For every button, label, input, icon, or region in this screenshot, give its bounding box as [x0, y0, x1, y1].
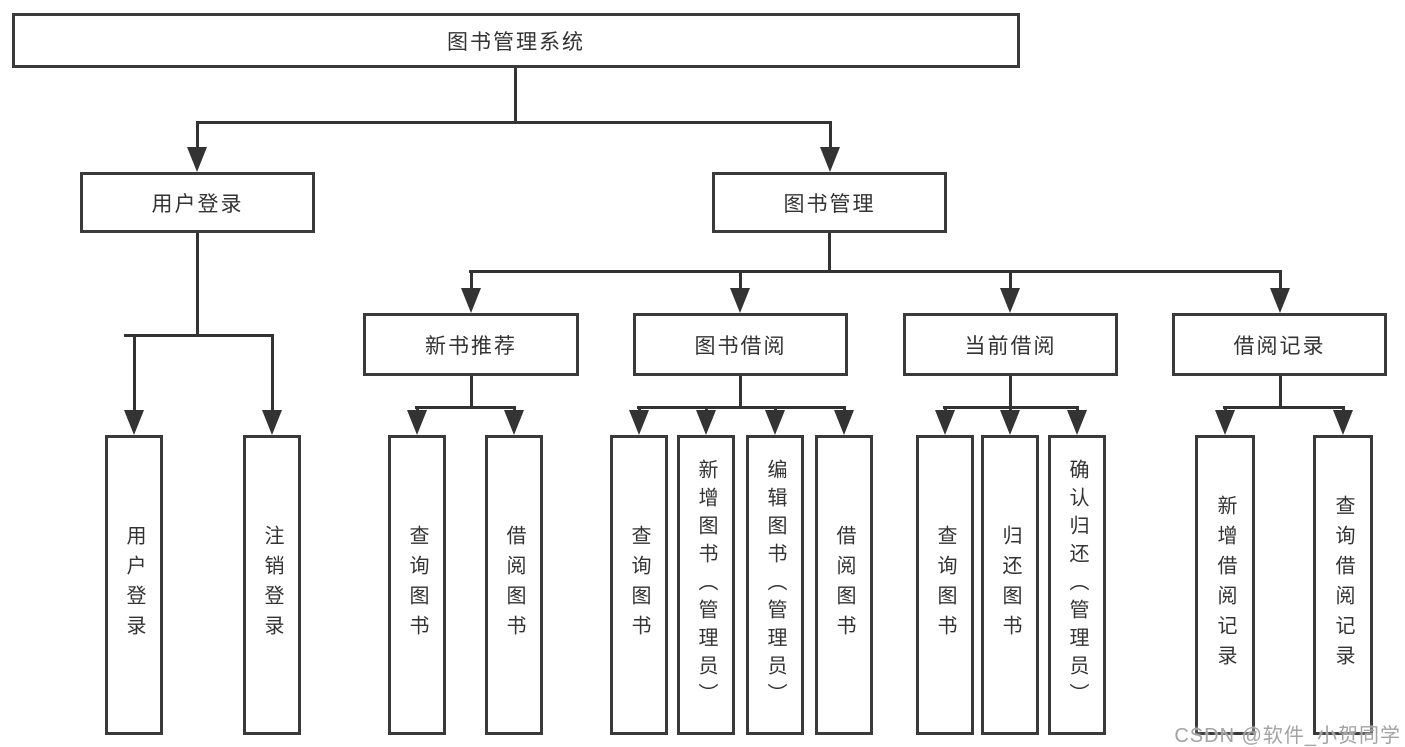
edge-bookmgmt-vline [828, 233, 831, 273]
arrow-down-icon [1000, 270, 1020, 313]
node-label: 图书借阅 [694, 334, 787, 358]
arrow-down-icon [262, 334, 282, 435]
leaf-label: 新增借阅记录 [1214, 495, 1236, 675]
leaf-borrow-books: 借阅图书 [815, 435, 873, 735]
edge-userlogin-hline [124, 334, 274, 337]
arrow-down-icon [935, 406, 955, 435]
arrow-down-icon [187, 121, 207, 172]
leaf-label: 借阅图书 [503, 525, 525, 645]
leaf-label: 查询借阅记录 [1332, 495, 1354, 675]
node-book-management-system: 图书管理系统 [12, 13, 1020, 68]
edge-currentborrow-vline [1009, 376, 1012, 409]
leaf-label: 用户登录 [123, 525, 145, 645]
leaf-logout: 注销登录 [243, 435, 301, 735]
arrow-down-icon [124, 334, 144, 435]
leaf-label: 查询图书 [934, 525, 956, 645]
leaf-label: 编辑图书（管理员） [764, 459, 786, 711]
node-new-book-recommend: 新书推荐 [363, 313, 579, 376]
node-book-management: 图书管理 [712, 172, 947, 233]
edge-borrowrecords-vline [1279, 376, 1282, 409]
node-label: 图书管理 [783, 192, 876, 216]
arrow-down-icon [629, 406, 649, 435]
leaf-query-borrow-record: 查询借阅记录 [1313, 435, 1373, 735]
node-label: 新书推荐 [425, 334, 517, 358]
leaf-label: 新增图书（管理员） [695, 459, 717, 711]
edge-bookborrow-hline [637, 406, 846, 409]
edge-borrowrecords-hline [1223, 406, 1345, 409]
edge-newbookrec-vline [470, 376, 473, 409]
node-label: 借阅记录 [1233, 334, 1326, 358]
leaf-add-borrow-record: 新增借阅记录 [1195, 435, 1255, 735]
csdn-watermark: CSDN @软件_小贺同学 [1174, 725, 1401, 747]
leaf-query-books-current: 查询图书 [916, 435, 974, 735]
node-label: 图书管理系统 [447, 30, 585, 54]
leaf-confirm-return-admin: 确认归还（管理员） [1048, 435, 1106, 735]
node-current-borrowing: 当前借阅 [903, 313, 1118, 376]
leaf-edit-books-admin: 编辑图书（管理员） [746, 435, 804, 735]
arrow-down-icon [1270, 270, 1290, 313]
leaf-label: 查询图书 [406, 525, 428, 645]
leaf-label: 归还图书 [999, 525, 1021, 645]
leaf-label: 注销登录 [261, 525, 283, 645]
leaf-label: 查询图书 [628, 525, 650, 645]
leaf-query-books-recommend: 查询图书 [388, 435, 446, 735]
arrow-down-icon [765, 406, 785, 435]
arrow-down-icon [407, 406, 427, 435]
leaf-user-login: 用户登录 [105, 435, 163, 735]
leaf-query-books-borrowing: 查询图书 [610, 435, 668, 735]
arrow-down-icon [820, 121, 840, 172]
arrow-down-icon [834, 406, 854, 435]
node-label: 当前借阅 [964, 334, 1057, 358]
edge-newbookrec-hline [415, 406, 516, 409]
leaf-label: 确认归还（管理员） [1066, 459, 1088, 711]
arrow-down-icon [1215, 406, 1235, 435]
leaf-return-books: 归还图书 [981, 435, 1039, 735]
arrow-down-icon [696, 406, 716, 435]
edge-bookborrow-vline [739, 376, 742, 409]
edge-root-hline [196, 121, 832, 124]
node-label: 用户登录 [151, 192, 244, 216]
leaf-add-books-admin: 新增图书（管理员） [677, 435, 735, 735]
arrow-down-icon [1000, 406, 1020, 435]
arrow-down-icon [1067, 406, 1087, 435]
arrow-down-icon [461, 270, 481, 313]
arrow-down-icon [730, 270, 750, 313]
leaf-label: 借阅图书 [833, 525, 855, 645]
leaf-borrow-books-recommend: 借阅图书 [485, 435, 543, 735]
node-user-login: 用户登录 [80, 172, 315, 233]
node-book-borrowing: 图书借阅 [633, 313, 848, 376]
arrow-down-icon [1333, 406, 1353, 435]
arrow-down-icon [504, 406, 524, 435]
node-borrowing-records: 借阅记录 [1172, 313, 1387, 376]
edge-bookmgmt-hline [469, 270, 1282, 273]
edge-root-vline [514, 68, 517, 124]
edge-userlogin-vline [196, 233, 199, 337]
